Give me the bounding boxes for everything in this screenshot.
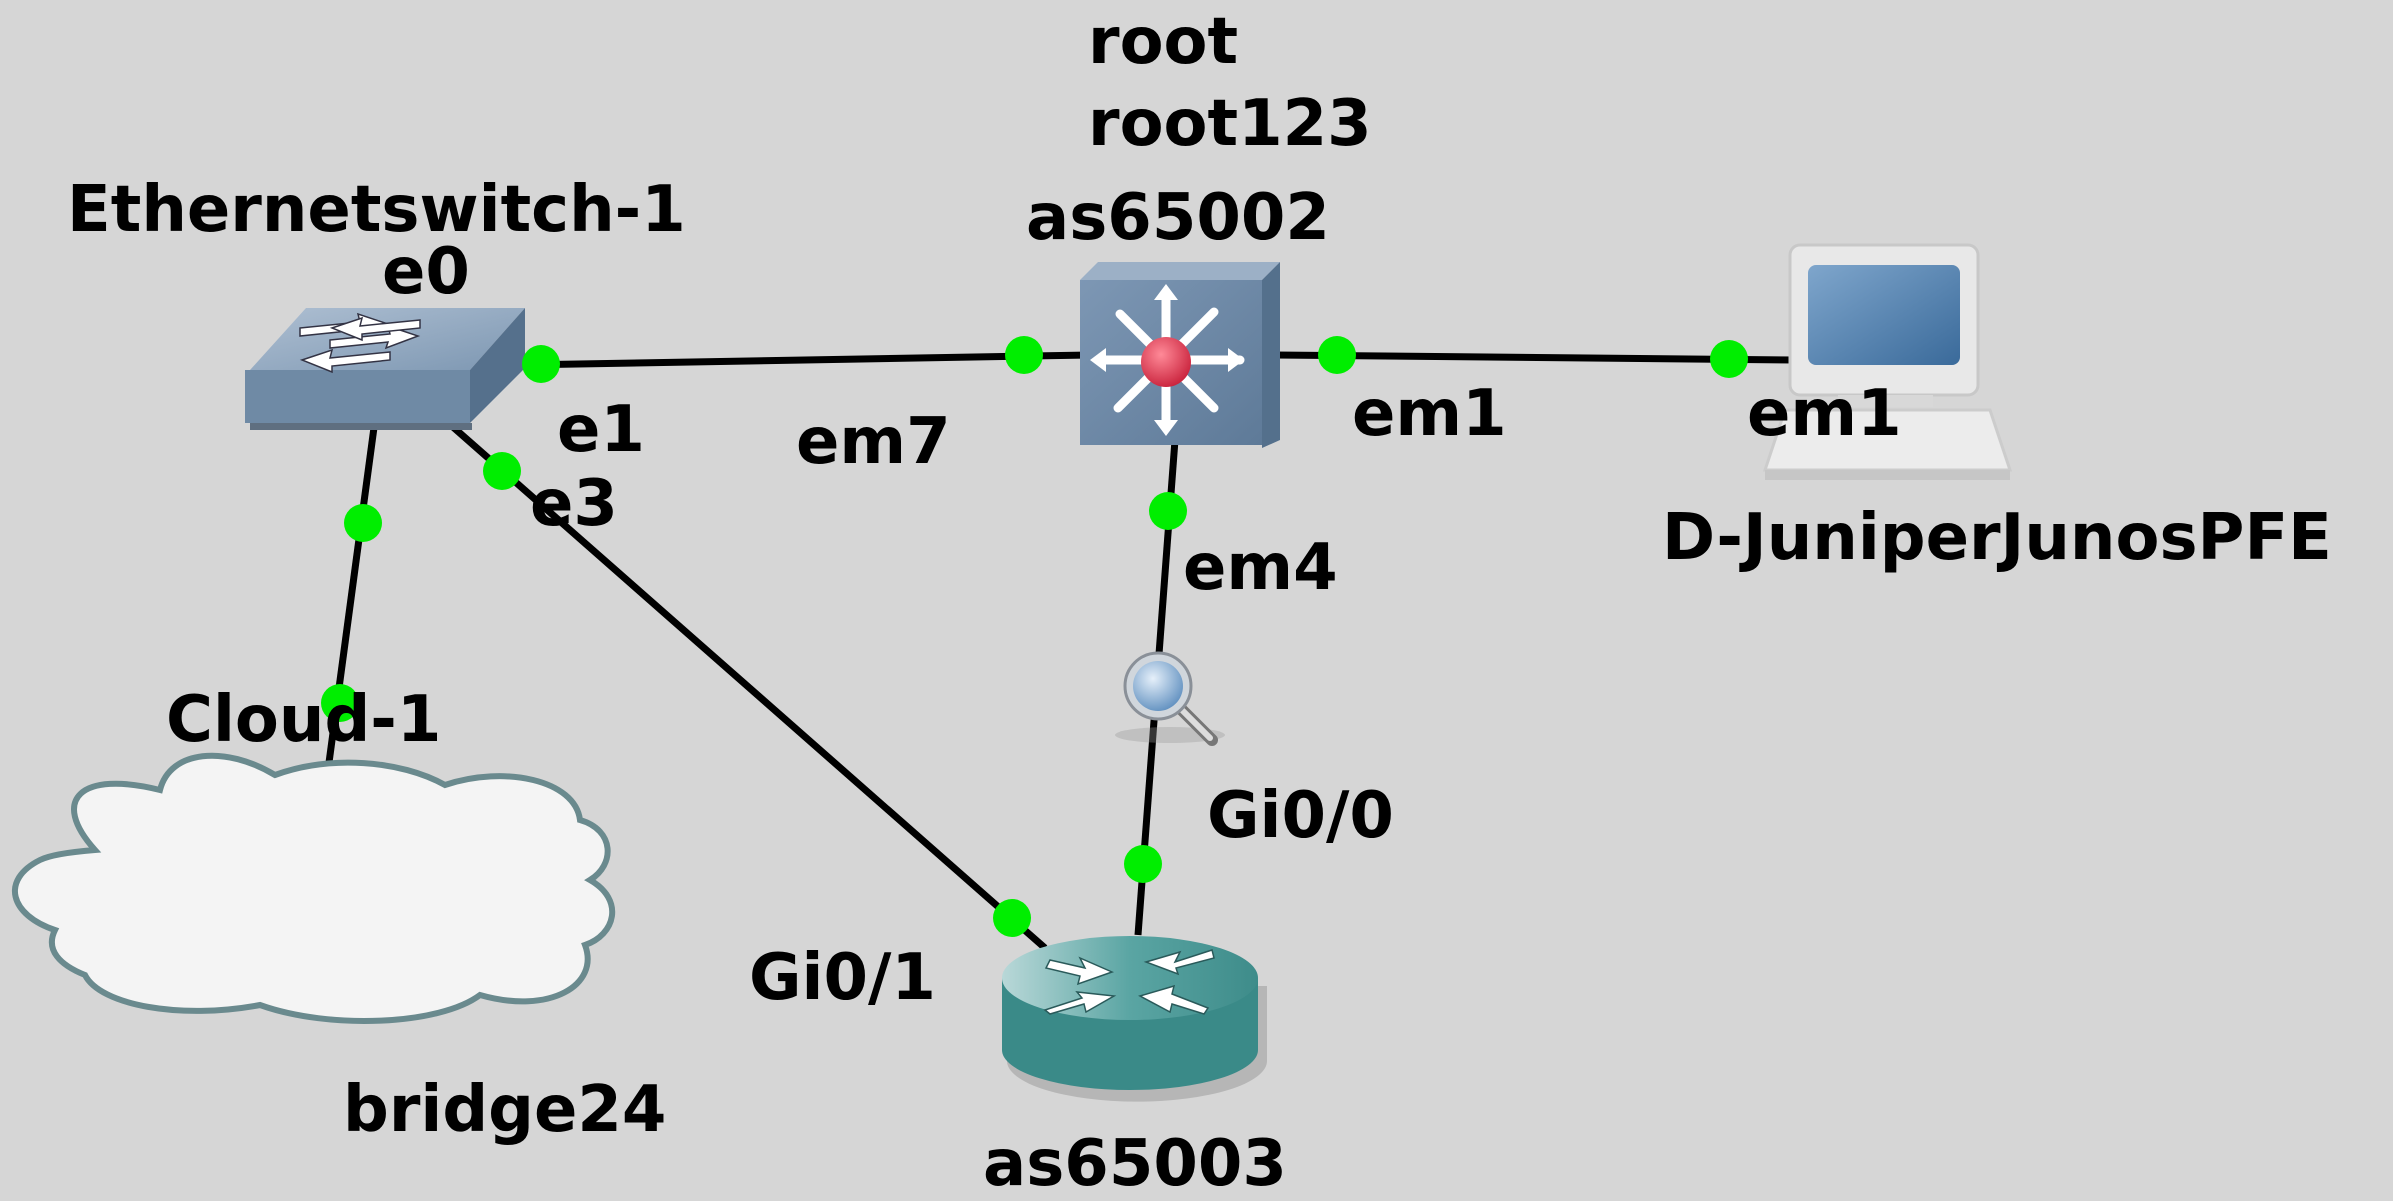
port-label-j-em4: em4: [1183, 531, 1338, 605]
magnifier-capture-icon[interactable]: [1115, 651, 1225, 746]
port-dot-sw-e1[interactable]: [344, 504, 382, 542]
port-dot-j-em7[interactable]: [1005, 336, 1043, 374]
cloud-name-label: Cloud-1: [166, 683, 442, 757]
port-dot-r-gi01[interactable]: [993, 899, 1031, 937]
port-label-sw-e3: e3: [530, 467, 618, 541]
juniper-center-dot: [1141, 337, 1191, 387]
port-dot-r-gi00[interactable]: [1124, 845, 1162, 883]
port-label-j-em7: em7: [796, 405, 951, 479]
port-dot-j-em4[interactable]: [1149, 492, 1187, 530]
port-label-pc-em1: em1: [1747, 377, 1902, 451]
cloud-note-label: bridge24: [343, 1073, 667, 1147]
port-label-j-em1: em1: [1352, 377, 1507, 451]
port-label-r-gi01: Gi0/1: [749, 941, 936, 1015]
port-dot-j-em1[interactable]: [1318, 336, 1356, 374]
juniper-note-line2: root123: [1088, 87, 1372, 161]
router-arrows: [1043, 949, 1215, 1015]
port-dot-pc-em1[interactable]: [1710, 340, 1748, 378]
pc-name-label: D-JuniperJunosPFE: [1662, 501, 2332, 575]
link-switch-router[interactable]: [442, 417, 1048, 951]
link-switch-juniper[interactable]: [519, 351, 1091, 369]
juniper-name-label: as65002: [1026, 181, 1330, 255]
port-dot-sw-e3[interactable]: [483, 452, 521, 490]
switch-name-label: Ethernetswitch-1: [67, 173, 686, 247]
link-juniper-pc[interactable]: [1274, 351, 1796, 364]
router-name-label: as65003: [983, 1127, 1287, 1201]
port-dot-cloud[interactable]: [321, 684, 359, 722]
cloud-shape: [11, 752, 616, 1025]
port-label-sw-e0: e0: [382, 235, 470, 309]
multilayer-switch-icon[interactable]: [1080, 262, 1280, 448]
cloud-icon[interactable]: [11, 752, 616, 1025]
switch-arrows: [299, 312, 421, 374]
port-label-r-gi00: Gi0/0: [1207, 779, 1394, 853]
computer-icon[interactable]: [1762, 243, 2013, 480]
port-dot-sw-e0[interactable]: [522, 345, 560, 383]
port-status-dots: [321, 336, 1748, 937]
port-label-sw-e1: e1: [557, 393, 645, 467]
router-icon[interactable]: [1002, 936, 1267, 1102]
ethernet-switch-icon[interactable]: [245, 308, 525, 430]
computer-screen: [1808, 265, 1960, 365]
juniper-note-line1: root: [1088, 5, 1239, 79]
